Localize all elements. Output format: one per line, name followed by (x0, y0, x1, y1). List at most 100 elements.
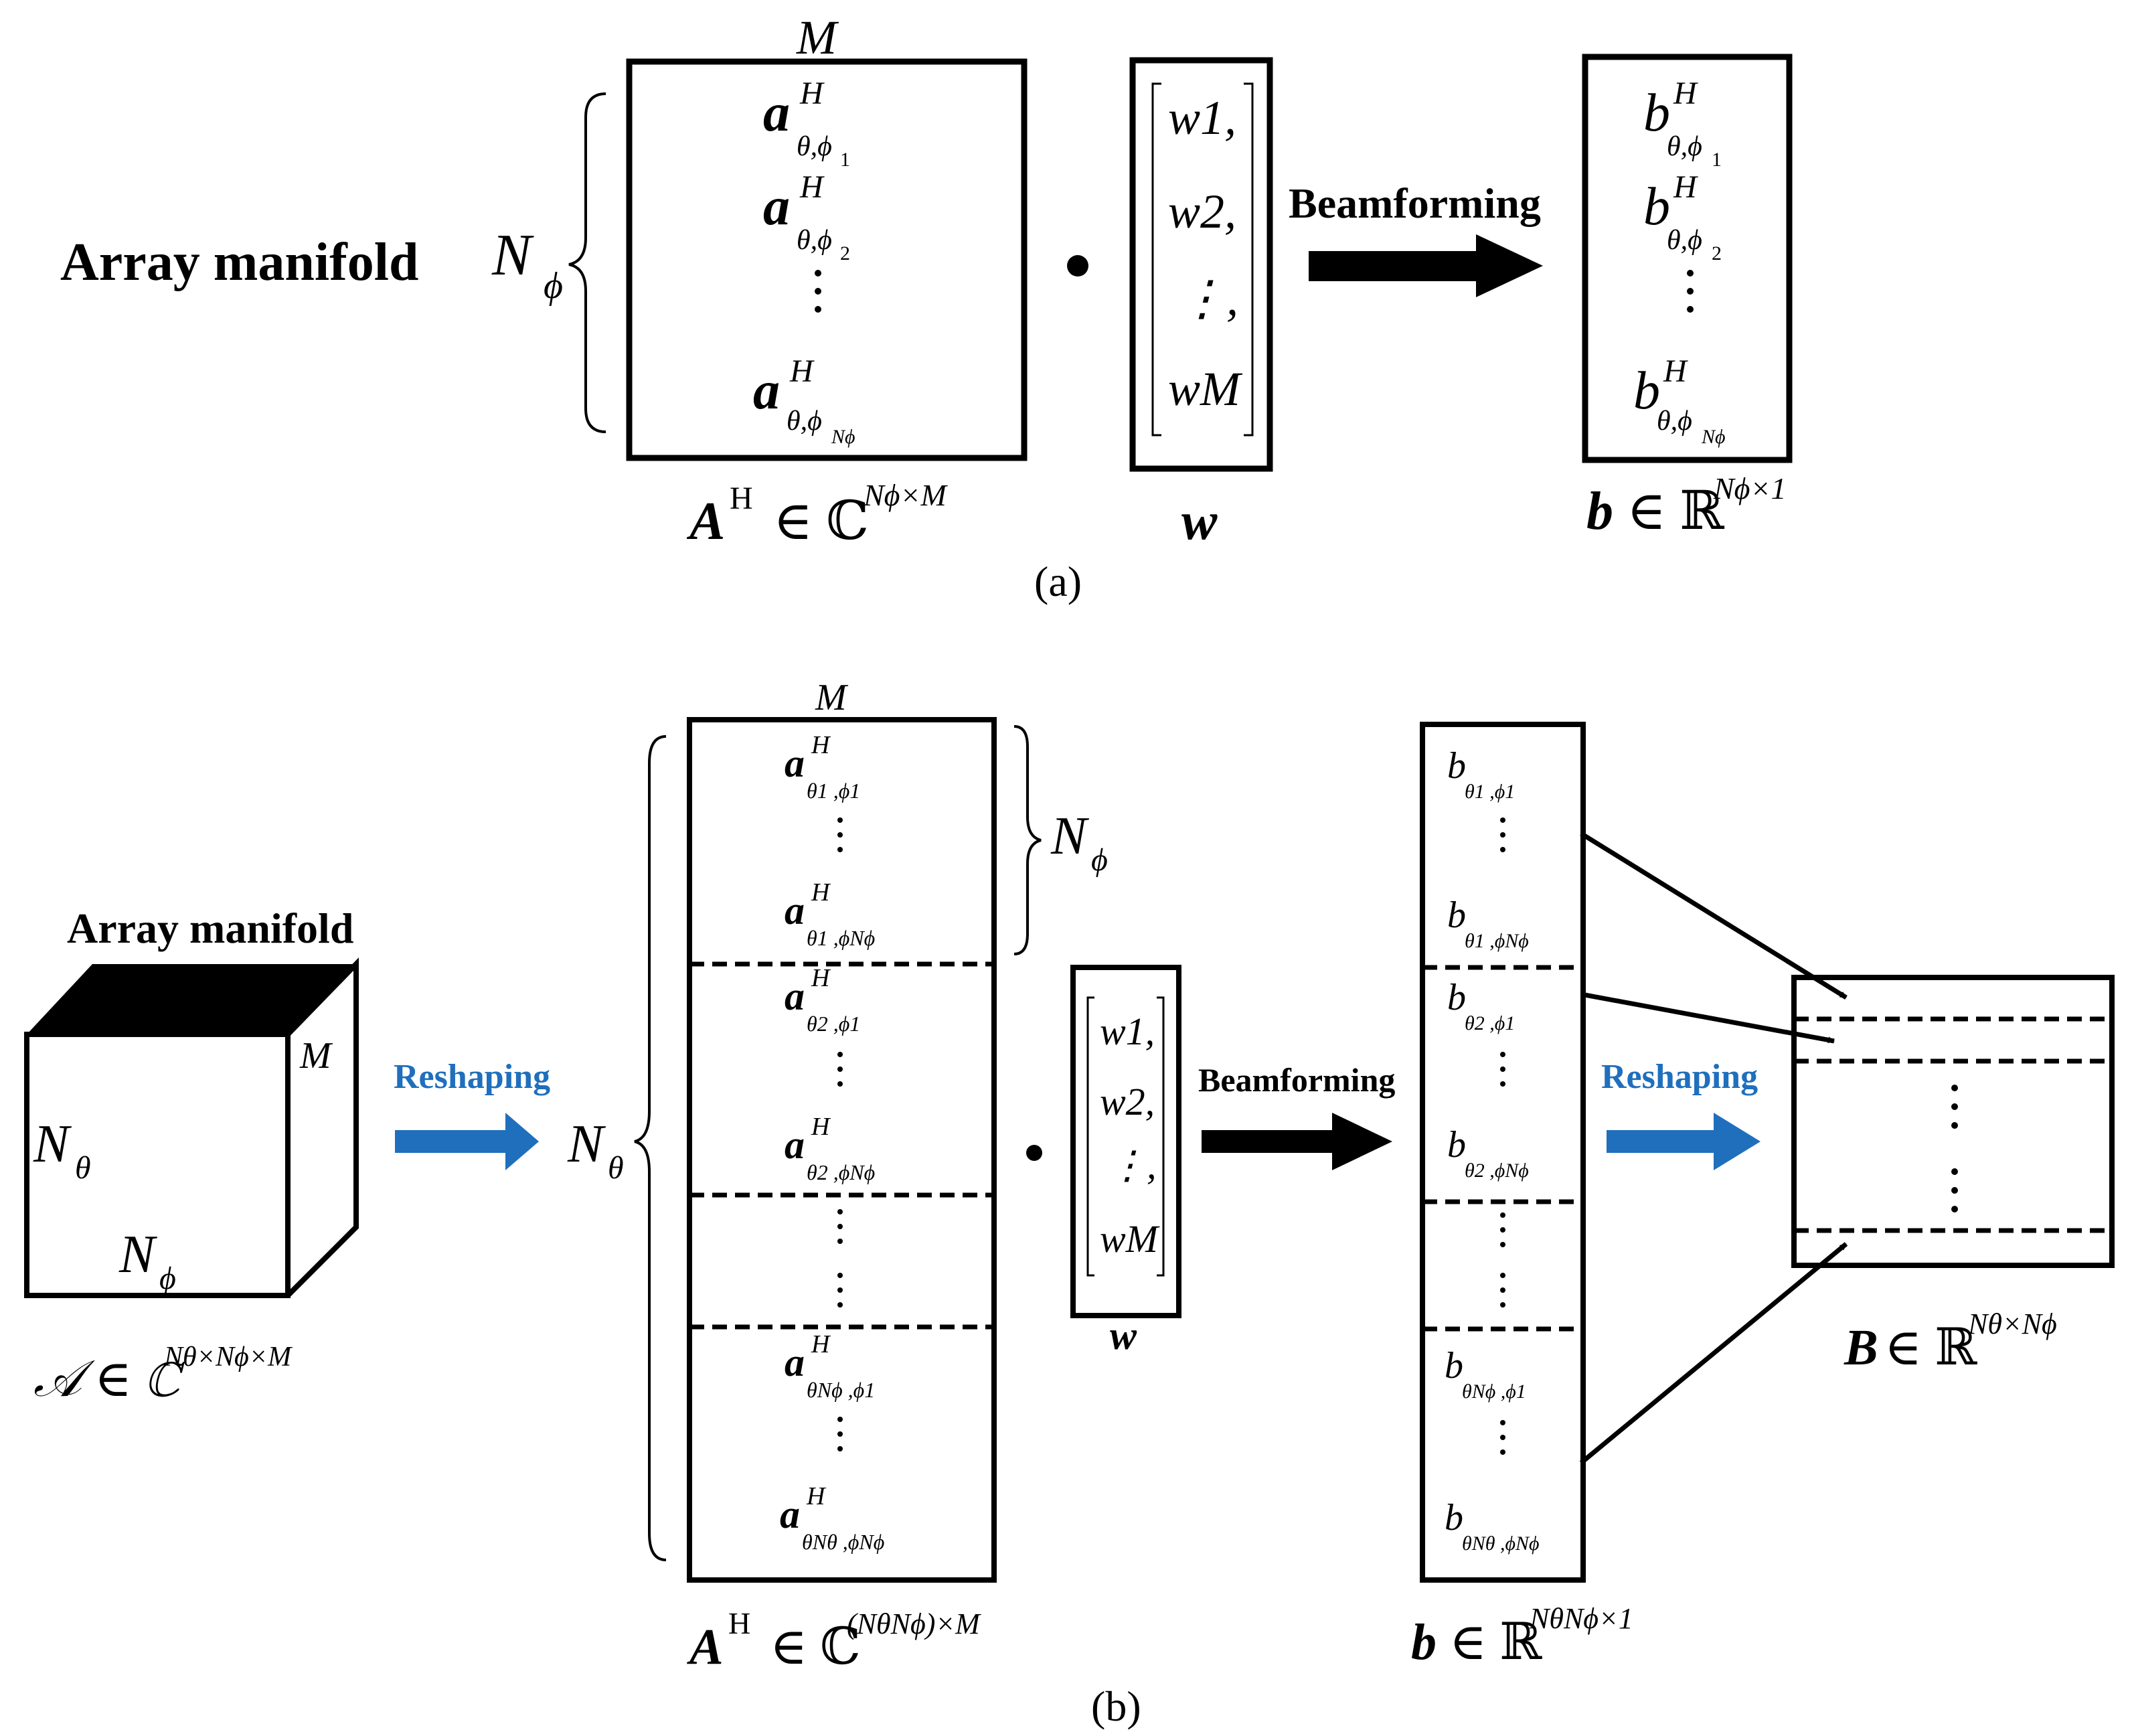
panel-b-vdots (837, 1209, 843, 1308)
svg-text:H: H (728, 1606, 750, 1640)
mapping-arrow (1580, 832, 1848, 1000)
svg-text:a: a (785, 974, 805, 1018)
svg-text:a: a (785, 1340, 805, 1385)
panel-b-matrix-box (687, 717, 997, 1583)
panel-b-beamforming-label: Beamforming (1198, 1061, 1395, 1099)
cube-ntheta-sub: θ (75, 1150, 91, 1186)
cube-m-label: M (299, 1035, 333, 1077)
panel-a-dot-operator (1067, 255, 1088, 277)
cube-nphi-label: N (118, 1225, 158, 1284)
panel-b-w-bracket-left (1086, 996, 1094, 1277)
svg-text:H: H (799, 76, 825, 111)
svg-text:θ2 ,ϕNϕ: θ2 ,ϕNϕ (1465, 1160, 1529, 1182)
svg-text:θNϕ ,ϕ1: θNϕ ,ϕ1 (1462, 1380, 1526, 1403)
panel-b-matrix-row: a H θ1 ,ϕNϕ (785, 878, 875, 950)
svg-text:H: H (789, 353, 815, 389)
panel-b-matrix-row: a H θ1 ,ϕ1 (785, 731, 860, 803)
panel-a-b-row: b H θ,ϕ 2 (1643, 169, 1722, 264)
panel-b-vdots (837, 1052, 843, 1087)
cube-caption: 𝒜 ∈ ℂ Nθ×Nϕ×M (33, 1342, 293, 1407)
cube-ntheta-label: N (33, 1115, 72, 1174)
panel-a-w-entry: w2, (1168, 185, 1236, 238)
panel-b-w-caption: w (1110, 1314, 1137, 1358)
cube-top-face (27, 964, 356, 1034)
panel-b-b-row: b θNθ ,ϕNϕ (1445, 1497, 1540, 1555)
svg-text:∈ ℝ: ∈ ℝ (1884, 1320, 1977, 1376)
panel-a-w-entry: wM (1168, 362, 1243, 416)
panel-a-matrix-box (626, 58, 1028, 461)
panel-a-matrix-row: a H θ,ϕ Nϕ (753, 353, 855, 448)
panel-b-w-entry: w1, (1100, 1010, 1155, 1053)
svg-text:B: B (1844, 1320, 1878, 1376)
reshape-label-2: Reshaping (1601, 1058, 1758, 1096)
panel-b-B-box (1791, 975, 2115, 1268)
svg-text:b: b (1643, 84, 1670, 143)
svg-text:∈ ℝ: ∈ ℝ (1627, 482, 1725, 541)
panel-a-b-vdots (1687, 270, 1694, 313)
svg-text:NθNϕ×1: NθNϕ×1 (1529, 1602, 1633, 1635)
panel-a-caption-b: b ∈ ℝ Nϕ×1 (1586, 471, 1787, 541)
svg-text:b: b (1643, 177, 1670, 236)
panel-a-beamforming-arrow (1309, 234, 1543, 297)
ntheta-brace (634, 735, 667, 1561)
panel-b: Array manifold M N θ N ϕ 𝒜 ∈ ℂ Nθ×Nϕ×M R… (24, 677, 2115, 1730)
reshape-label-1: Reshaping (394, 1058, 550, 1096)
svg-text:θNθ ,ϕNϕ: θNθ ,ϕNϕ (1462, 1532, 1540, 1555)
panel-b-caption-b: b ∈ ℝ NθNϕ×1 (1411, 1602, 1633, 1670)
panel-b-label: (b) (1091, 1682, 1141, 1730)
svg-text:H: H (806, 1482, 827, 1510)
svg-text:H: H (811, 731, 831, 759)
panel-b-caption-B: B ∈ ℝ Nθ×Nϕ (1844, 1308, 2057, 1376)
panel-a-title: Array manifold (60, 233, 419, 292)
svg-text:θNϕ ,ϕ1: θNϕ ,ϕ1 (807, 1378, 875, 1402)
panel-b-b-vdots (1500, 1052, 1505, 1087)
panel-b-b-row: b θ1 ,ϕ1 (1447, 745, 1515, 803)
panel-b-b-row: b θ1 ,ϕNϕ (1447, 894, 1529, 952)
svg-text:A: A (687, 1619, 724, 1675)
panel-b-beamforming-arrow (1202, 1113, 1392, 1170)
panel-a-b-row: b H θ,ϕ 1 (1643, 76, 1722, 171)
svg-text:θ2 ,ϕNϕ: θ2 ,ϕNϕ (807, 1160, 875, 1184)
svg-text:Nϕ: Nϕ (1701, 426, 1726, 448)
svg-text:Nϕ×1: Nϕ×1 (1713, 471, 1787, 505)
cube-nphi-sub: ϕ (159, 1261, 176, 1296)
panel-a-nphi-label: N (491, 223, 534, 288)
panel-b-matrix-row: a H θ2 ,ϕNϕ (785, 1113, 875, 1184)
svg-text:θNθ ,ϕNϕ: θNθ ,ϕNϕ (802, 1530, 884, 1554)
panel-b-w-entry: ⋮, (1108, 1143, 1157, 1187)
svg-text:θ,ϕ: θ,ϕ (797, 225, 832, 256)
nphi-brace-sub: ϕ (1091, 842, 1108, 878)
panel-a-brace (568, 92, 606, 433)
svg-text:H: H (811, 878, 831, 906)
panel-a-w-bracket-left (1151, 82, 1161, 437)
cube-side-face (286, 957, 359, 1297)
panel-b-vdots (837, 1417, 843, 1451)
svg-text:Nθ×Nϕ: Nθ×Nϕ (1967, 1308, 2057, 1340)
svg-text:1: 1 (840, 149, 850, 171)
mapping-arrow (1579, 1242, 1848, 1465)
svg-text:∈ ℝ: ∈ ℝ (1449, 1614, 1542, 1670)
panel-a-caption-A: A H ∈ ℂ Nϕ×M (686, 478, 949, 551)
svg-text:b: b (1447, 745, 1466, 787)
svg-text:θ,ϕ: θ,ϕ (787, 406, 822, 437)
panel-b-B-vdots (1951, 1085, 1958, 1212)
svg-text:A: A (686, 492, 725, 551)
svg-text:b: b (1445, 1497, 1463, 1538)
reshape-arrow-2 (1607, 1113, 1760, 1170)
svg-text:H: H (730, 481, 753, 516)
panel-a-b-row: b H θ,ϕ Nϕ (1633, 353, 1726, 448)
panel-b-w-bracket-right (1157, 996, 1165, 1277)
nphi-brace-label: N (1050, 807, 1090, 866)
panel-b-caption-A: A H ∈ ℂ (NθNϕ)×M (687, 1606, 981, 1675)
svg-text:Nϕ×M: Nϕ×M (863, 478, 949, 512)
panel-a-nphi-sub: ϕ (544, 265, 563, 307)
svg-text:a: a (763, 84, 790, 143)
svg-text:2: 2 (1712, 242, 1722, 264)
svg-text:H: H (1673, 169, 1698, 205)
svg-text:b: b (1447, 894, 1466, 936)
panel-b-b-row: b θ2 ,ϕNϕ (1447, 1124, 1529, 1182)
panel-b-dot-operator (1026, 1145, 1042, 1161)
svg-text:1: 1 (1712, 149, 1722, 171)
panel-b-b-vdots (1500, 1420, 1505, 1455)
ntheta-brace-sub: θ (608, 1150, 624, 1186)
